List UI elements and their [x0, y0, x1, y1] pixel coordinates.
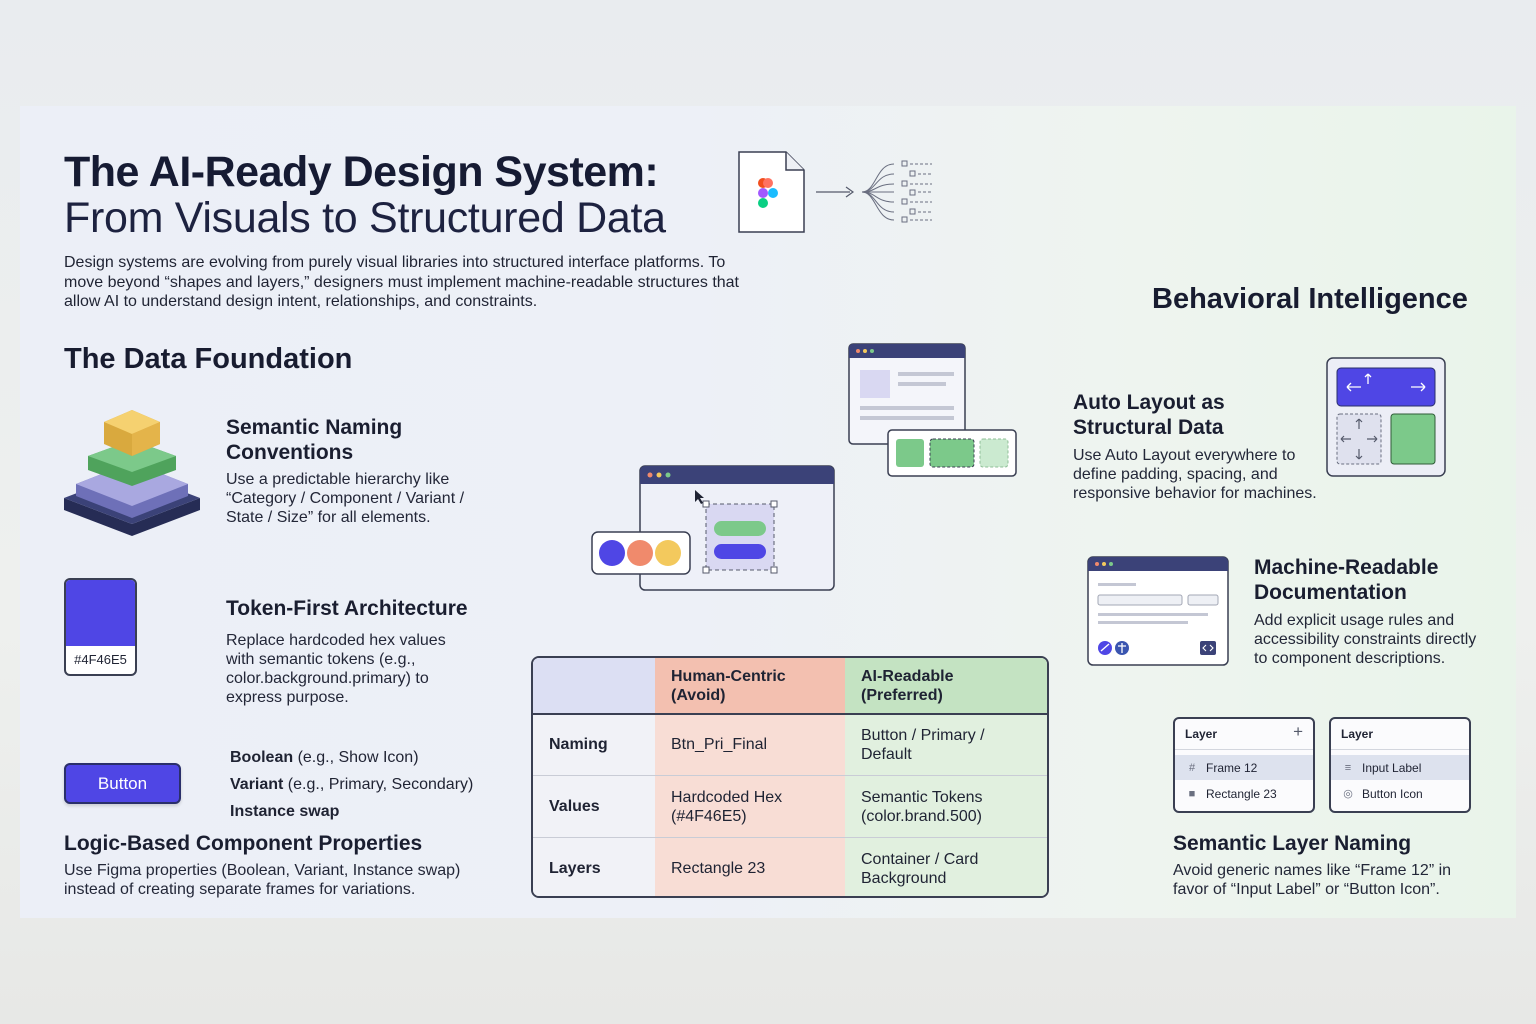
table-row-label: Naming [549, 736, 608, 753]
property-boolean: Boolean (e.g., Show Icon) [230, 749, 419, 766]
semantic-naming-title: Semantic Naming Conventions [226, 416, 403, 464]
property-list: Boolean (e.g., Show Icon) Variant (e.g.,… [230, 744, 473, 825]
layer-row[interactable]: # Frame 12 [1175, 755, 1313, 780]
layer-naming-title: Semantic Layer Naming [1173, 832, 1412, 855]
layer-row-label: Button Icon [1362, 786, 1423, 801]
layer-naming-body: Avoid generic names like “Frame 12” in f… [1173, 862, 1452, 898]
arrow-right-icon [816, 186, 855, 198]
token-first-body: Replace hardcoded hex values with semant… [226, 632, 446, 706]
data-foundation-heading: The Data Foundation [64, 343, 353, 375]
property-variant: Variant (e.g., Primary, Secondary) [230, 776, 474, 793]
layer-row-label: Input Label [1362, 760, 1422, 775]
layer-row-label: Rectangle 23 [1206, 786, 1277, 801]
intro-paragraph: Design systems are evolving from purely … [64, 254, 739, 310]
behavioral-heading: Behavioral Intelligence [1152, 283, 1468, 315]
swatch-fill [66, 580, 135, 646]
plus-icon[interactable]: + [1293, 722, 1303, 741]
property-instance-swap: Instance swap [230, 803, 340, 820]
table-cell-human: Hardcoded Hex (#4F46E5) [671, 789, 783, 825]
documentation-window-icon [1086, 555, 1230, 667]
auto-layout-body: Use Auto Layout everywhere to define pad… [1073, 447, 1317, 502]
frame-icon: # [1188, 761, 1196, 774]
layer-row-label: Frame 12 [1206, 760, 1258, 775]
table-cell-ai: Semantic Tokens (color.brand.500) [861, 789, 983, 825]
layout-windows-illustration [846, 342, 1022, 480]
logic-props-title: Logic-Based Component Properties [64, 832, 423, 855]
table-cell-ai: Container / Card Background [861, 851, 979, 887]
layer-row[interactable]: ≡ Input Label [1331, 755, 1469, 780]
component-selection-illustration [590, 464, 840, 594]
table-cell-human: Rectangle 23 [671, 860, 766, 877]
table-row-label: Values [549, 798, 600, 815]
figma-file-icon [738, 151, 805, 233]
semantic-naming-body: Use a predictable hierarchy like “Catego… [226, 471, 465, 526]
documentation-body: Add explicit usage rules and accessibili… [1254, 612, 1477, 667]
layer-panel-generic: Layer + # Frame 12 ■ Rectangle 23 [1173, 717, 1315, 813]
table-cell-ai: Button / Primary / Default [861, 727, 985, 763]
layer-panel-title: Layer [1185, 727, 1218, 741]
figma-to-data-illustration [736, 150, 936, 240]
table-header-ai: AI-Readable (Preferred) [861, 668, 954, 704]
rectangle-icon: ■ [1188, 787, 1196, 800]
documentation-title: Machine-Readable Documentation [1254, 556, 1439, 604]
token-first-title: Token-First Architecture [226, 597, 468, 620]
color-swatch: #4F46E5 [64, 578, 137, 676]
demo-button[interactable]: Button [64, 763, 181, 804]
auto-layout-icon [1325, 356, 1447, 478]
table-row-label: Layers [549, 860, 601, 877]
table-header-human: Human-Centric (Avoid) [671, 668, 786, 704]
layer-row[interactable]: ◎ Button Icon [1331, 781, 1469, 806]
infographic-card: The AI-Ready Design System: From Visuals… [20, 106, 1516, 918]
layer-row[interactable]: ■ Rectangle 23 [1175, 781, 1313, 806]
auto-layout-title: Auto Layout as Structural Data [1073, 391, 1225, 439]
page-title: The AI-Ready Design System: [64, 148, 659, 196]
swatch-hex-label: #4F46E5 [74, 652, 127, 667]
logic-props-body: Use Figma properties (Boolean, Variant, … [64, 862, 461, 898]
layer-panel-title: Layer [1341, 727, 1374, 741]
page-subtitle: From Visuals to Structured Data [64, 194, 666, 242]
data-tree-icon [861, 160, 932, 223]
image-icon: ◎ [1343, 788, 1353, 800]
table-cell-human: Btn_Pri_Final [671, 736, 768, 753]
layer-panel-semantic: Layer ≡ Input Label ◎ Button Icon [1329, 717, 1471, 813]
layer-stack-icon [62, 406, 202, 538]
text-lines-icon: ≡ [1344, 761, 1352, 774]
comparison-table: Human-Centric (Avoid) AI-Readable (Prefe… [531, 656, 1049, 898]
